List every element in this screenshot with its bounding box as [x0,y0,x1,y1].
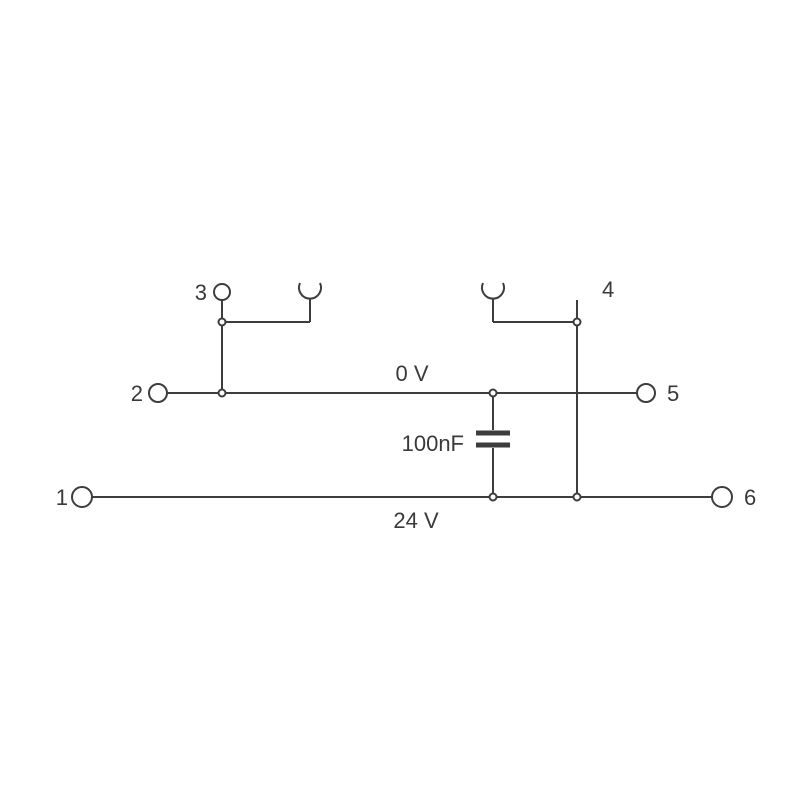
terminal-1-circle [71,486,93,508]
junction-dot [217,317,227,327]
left-fork-contact-icon [298,282,322,300]
terminal-1-label: 1 [56,485,68,510]
terminal-4-label: 4 [602,277,614,302]
net-0v-label: 0 V [395,361,428,386]
right-fork-contact-icon [481,282,505,300]
capacitor-value-label: 100nF [402,431,464,456]
junction-dot [572,492,582,502]
terminal-5-circle [636,383,656,403]
junction-dot [488,492,498,502]
junction-dot [572,317,582,327]
terminal-2-label: 2 [131,381,143,406]
terminal-6-circle [711,486,733,508]
junction-dot [488,388,498,398]
net-24v-label: 24 V [393,508,439,533]
terminal-3-label: 3 [195,280,207,305]
terminal-3-circle [213,283,231,301]
junction-dot [217,388,227,398]
terminal-6-label: 6 [744,485,756,510]
terminal-5-label: 5 [667,381,679,406]
terminal-2-circle [148,383,168,403]
